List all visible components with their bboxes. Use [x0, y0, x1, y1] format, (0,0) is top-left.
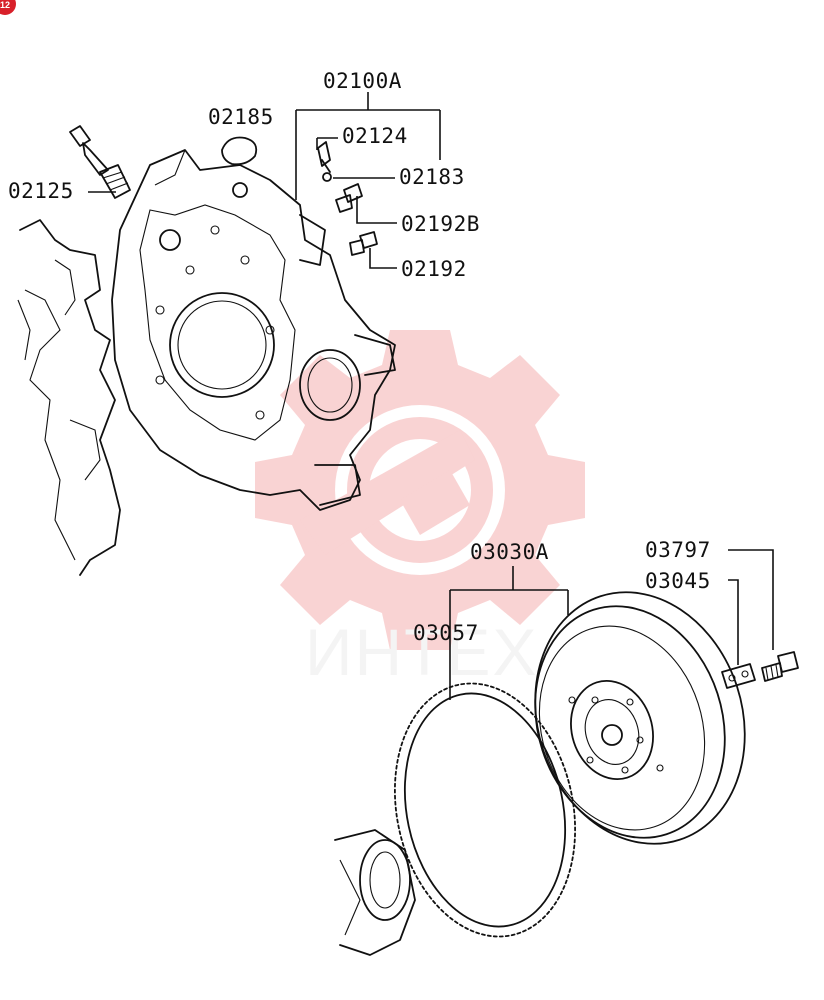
hardware-bracket	[317, 141, 331, 173]
flywheel	[534, 591, 746, 845]
label-02192B: 02192B	[401, 212, 480, 236]
label-03057: 03057	[413, 621, 479, 645]
engine-block-outline	[17, 219, 121, 576]
watermark-text: ИНТЕХ	[305, 615, 538, 689]
leader-lines-lower	[449, 549, 774, 700]
label-03797: 03797	[645, 538, 711, 562]
hardware-nut	[322, 172, 332, 182]
leader-lines-upper	[88, 92, 441, 269]
watermark-gear-icon	[255, 330, 585, 650]
label-02124: 02124	[342, 124, 408, 148]
label-02100A: 02100A	[323, 69, 402, 93]
lock-plate	[721, 663, 756, 689]
label-02183: 02183	[399, 165, 465, 189]
bolt-02192B	[335, 183, 363, 213]
rubber-plug	[221, 136, 258, 166]
label-02125: 02125	[8, 179, 74, 203]
label-02185: 02185	[208, 105, 274, 129]
label-02192: 02192	[401, 257, 467, 281]
label-03045: 03045	[645, 569, 711, 593]
ring-gear	[394, 682, 576, 938]
corner-badge-label: 12	[0, 0, 10, 10]
label-03030A: 03030A	[470, 540, 549, 564]
sensor-part	[69, 125, 131, 199]
flywheel-housing	[111, 149, 396, 511]
flywheel-bolt	[761, 651, 799, 682]
bolt-02192	[349, 231, 378, 256]
crankshaft	[334, 829, 416, 956]
corner-badge: 12	[0, 0, 16, 15]
